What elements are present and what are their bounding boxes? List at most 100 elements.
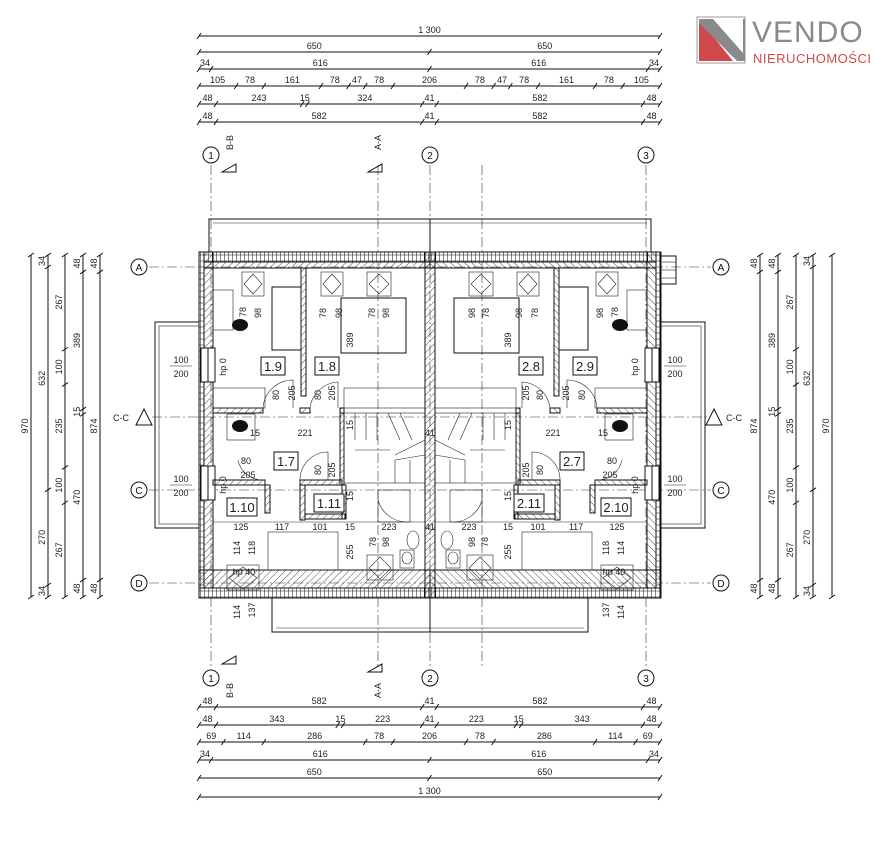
axis-label: 3 xyxy=(643,674,649,685)
dimension-tick xyxy=(221,738,226,746)
dimension-value: 78 xyxy=(475,731,485,741)
dimension-tick xyxy=(463,738,469,746)
dimension-tick xyxy=(79,594,87,600)
dimension-value: 874 xyxy=(89,418,99,433)
dimension-value: 15 xyxy=(300,93,310,103)
inner-dimension-right: hp 0 xyxy=(630,476,640,494)
dimension-value: 100 xyxy=(54,359,64,374)
dimension-value: 78 xyxy=(330,75,340,85)
room-number: 2.10 xyxy=(603,500,628,515)
dimension-value: 78 xyxy=(245,75,255,85)
dimension-value: 34 xyxy=(802,256,812,266)
inner-dimension-right: hp 40 xyxy=(603,567,626,577)
dimension-value: 34 xyxy=(649,749,659,759)
dimension-tick xyxy=(756,252,764,258)
dimension-tick xyxy=(196,703,202,711)
dimension-tick xyxy=(792,346,800,352)
axis-label: A xyxy=(718,263,725,274)
room-label-box xyxy=(313,493,345,513)
dimension-value: 616 xyxy=(531,749,546,759)
unit-left-geometry xyxy=(154,218,431,633)
window-height: 200 xyxy=(173,369,188,379)
axis-c-right: C xyxy=(712,481,730,499)
inner-dimension-left: 78 xyxy=(368,537,378,547)
dimension-tick xyxy=(44,582,52,588)
dimension-tick xyxy=(774,594,782,600)
window-height: 200 xyxy=(173,488,188,498)
dimension-value: 582 xyxy=(532,111,547,121)
dimension-tick xyxy=(756,594,764,600)
inner-dimension-right: 114 xyxy=(616,605,626,619)
inner-dimension-right: 114 xyxy=(616,541,626,555)
inner-dimension-right: 118 xyxy=(601,541,611,555)
dimension-value: 632 xyxy=(37,371,47,386)
dimension-tick xyxy=(657,65,663,73)
dimension-tick xyxy=(518,721,524,729)
dimension-tick xyxy=(196,82,202,90)
dimension-tick xyxy=(427,774,432,782)
inner-dimension-left: 114 xyxy=(232,605,242,619)
dimension-tick xyxy=(208,756,214,764)
dimension-value: 223 xyxy=(375,714,390,724)
dimension-value: 48 xyxy=(646,714,656,724)
dimension-tick xyxy=(196,793,202,801)
dimension-value: 267 xyxy=(54,295,64,310)
room-2-8: 2.8 xyxy=(518,356,544,376)
dimension-tick xyxy=(44,264,52,270)
dimension-tick xyxy=(299,100,305,108)
inner-dimension-left: 15 xyxy=(250,428,260,438)
inner-dimension-left: 118 xyxy=(247,541,257,555)
dimension-value: 34 xyxy=(802,586,812,596)
axis-a-right: A xyxy=(712,258,730,276)
dimension-value: 15 xyxy=(514,714,524,724)
dimension-tick xyxy=(809,487,817,493)
dimension-tick xyxy=(346,82,352,90)
dimension-value: 582 xyxy=(532,696,547,706)
dimension-value: 270 xyxy=(802,530,812,545)
dimension-tick xyxy=(657,793,663,801)
section-cc-right: C-C xyxy=(726,413,742,423)
dimension-tick xyxy=(657,48,663,56)
axis-label: 1 xyxy=(208,674,214,685)
dimension-value: 48 xyxy=(202,93,212,103)
dimension-value: 286 xyxy=(307,731,322,741)
dimension-tick xyxy=(434,118,440,126)
dimension-tick xyxy=(335,721,341,729)
dimension-tick xyxy=(809,594,817,600)
dimension-value: 34 xyxy=(200,749,210,759)
inner-dimension-right: 15 xyxy=(503,420,513,430)
dimension-tick xyxy=(318,82,324,90)
dimension-tick xyxy=(27,252,35,258)
room-label-box xyxy=(518,356,544,376)
section-aa-top: A-A xyxy=(373,135,383,150)
dimension-value: 161 xyxy=(559,75,574,85)
room-1-8: 1.8 xyxy=(314,356,340,376)
dimension-value: 324 xyxy=(357,93,372,103)
dimension-value: 267 xyxy=(785,542,795,557)
dimension-value: 389 xyxy=(767,333,777,348)
room-number: 1.9 xyxy=(264,359,282,374)
dimension-value: 267 xyxy=(785,295,795,310)
dimension-tick xyxy=(196,738,202,746)
axis-3-top: 3 xyxy=(637,146,655,164)
dimension-tick xyxy=(419,118,425,126)
dimension-tick xyxy=(640,703,646,711)
dimension-tick xyxy=(640,118,646,126)
dimension-value: 582 xyxy=(312,696,327,706)
dimension-tick xyxy=(657,32,663,40)
dimension-value: 34 xyxy=(649,58,659,68)
dimension-tick xyxy=(233,82,239,90)
room-number: 2.11 xyxy=(517,496,541,511)
inner-dimension-right: 15 xyxy=(503,522,513,532)
dimension-value: 161 xyxy=(285,75,300,85)
inner-dimension-right: 98 xyxy=(595,308,605,318)
dimension-tick xyxy=(592,82,598,90)
dimension-tick xyxy=(657,738,663,746)
dimension-tick xyxy=(61,500,69,506)
